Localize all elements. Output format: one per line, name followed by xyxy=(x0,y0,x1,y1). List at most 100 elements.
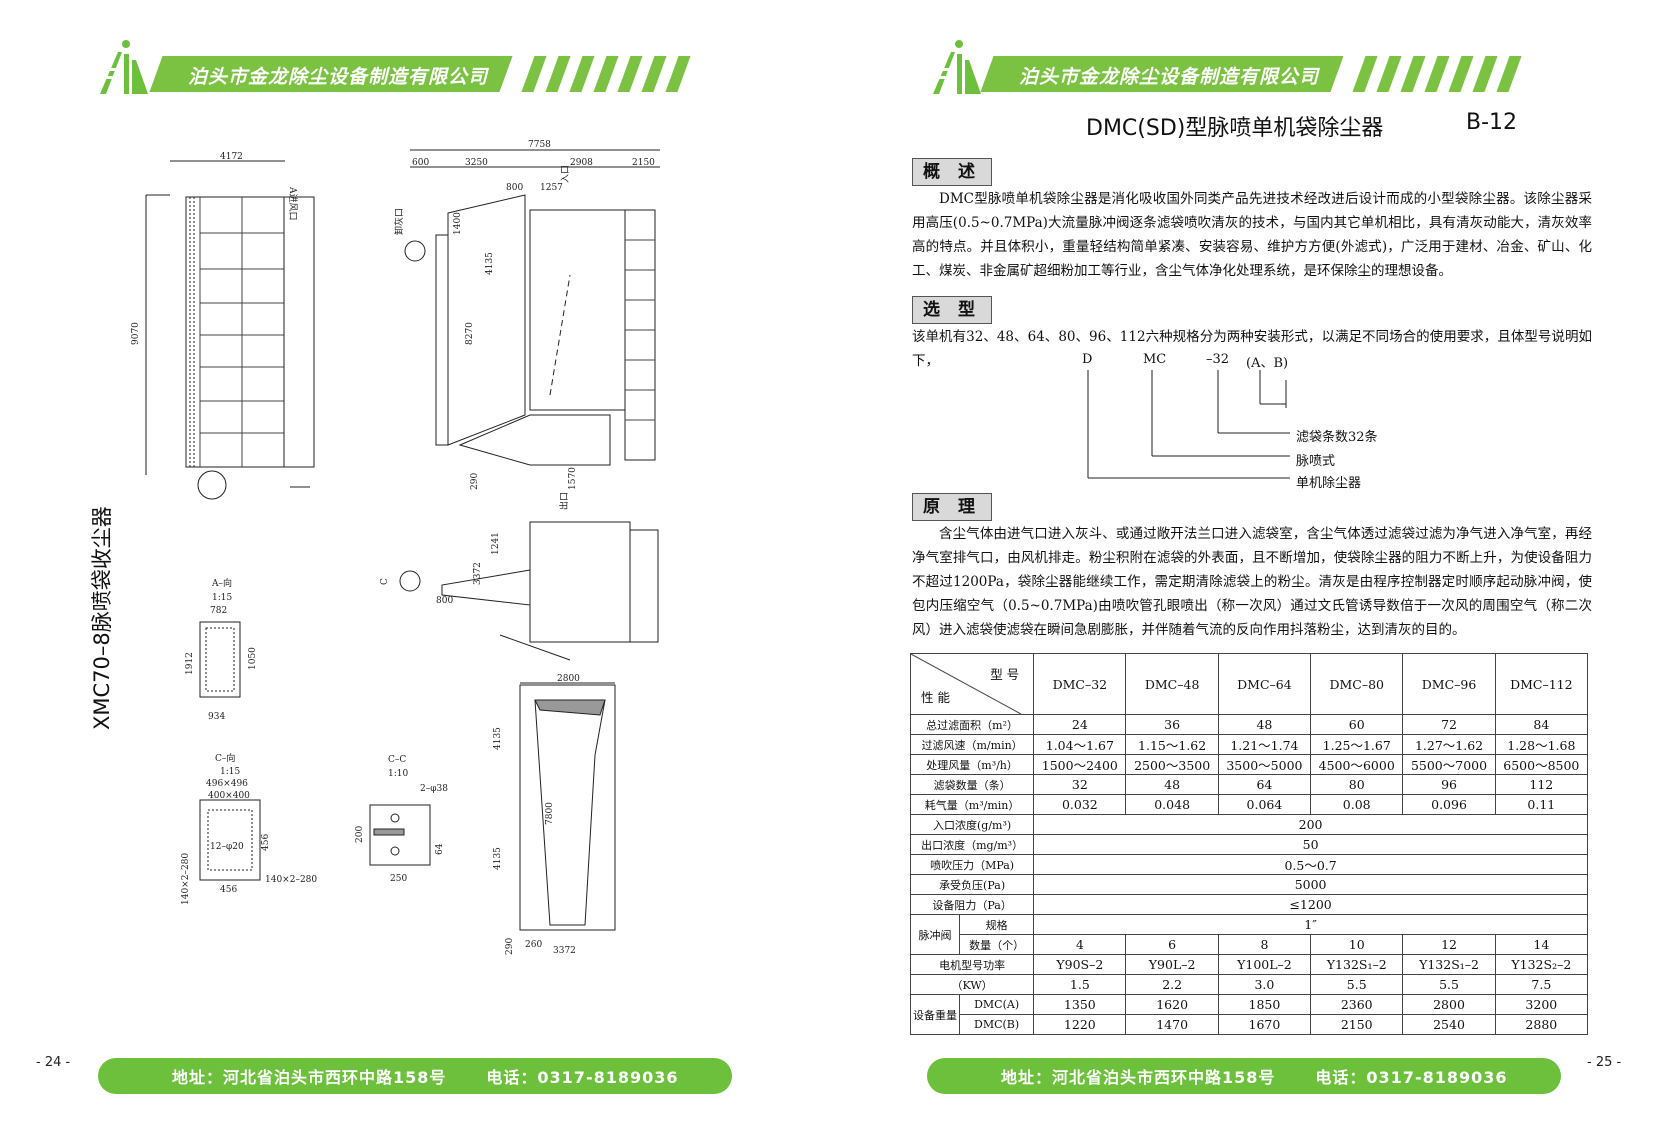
svg-text:934: 934 xyxy=(208,712,225,722)
svg-text:12–φ20: 12–φ20 xyxy=(210,842,244,852)
svg-text:200: 200 xyxy=(355,826,365,843)
svg-text:400×400: 400×400 xyxy=(208,791,250,801)
view-cc-title: C–C xyxy=(388,755,406,765)
model-code-ab: (A、B) xyxy=(1246,356,1289,371)
svg-text:1570: 1570 xyxy=(568,467,578,490)
header-banner: 泊头市金龙除尘设备制造有限公司 xyxy=(927,52,1527,96)
spec-table: 型 号 性 能 DMC–32 DMC–48 DMC–64 DMC–80 DMC–… xyxy=(909,653,1589,1035)
svg-text:2–φ38: 2–φ38 xyxy=(420,784,448,794)
principle-text: 含尘气体由进气口进入灰斗、或通过敞开法兰口进入滤袋室，含尘气体透过滤袋过滤为净气… xyxy=(912,526,1592,638)
model-header: DMC–48 xyxy=(1125,653,1219,715)
svg-text:64: 64 xyxy=(435,843,445,855)
dim-height: 9070 xyxy=(131,322,141,345)
table-row: 脉冲阀 规格 1″ xyxy=(910,914,1588,955)
svg-text:1912: 1912 xyxy=(185,652,195,675)
model-header: DMC–32 xyxy=(1033,653,1127,715)
table-corner: 型 号 性 能 xyxy=(909,653,1035,715)
footer-phone: 电话：0317-8189036 xyxy=(1315,1068,1508,1087)
dim-overall: 7758 xyxy=(528,140,551,150)
technical-drawing: 4172 9070 A进风口 7758 600 3250 2908 2150 xyxy=(131,140,660,956)
svg-text:1400: 1400 xyxy=(453,212,463,235)
right-page: 泊头市金龙除尘设备制造有限公司 - 25 - 地址：河北省泊头市西环中路158号… xyxy=(827,0,1654,1122)
svg-text:2908: 2908 xyxy=(570,158,593,168)
svg-text:782: 782 xyxy=(210,606,227,616)
svg-text:1:15: 1:15 xyxy=(212,593,232,603)
footer-right: 地址：河北省泊头市西环中路158号 电话：0317-8189036 xyxy=(927,1058,1561,1094)
model-code-d: D xyxy=(1082,352,1093,367)
svg-text:1:15: 1:15 xyxy=(220,767,240,777)
svg-text:4135: 4135 xyxy=(493,727,503,750)
svg-text:140×2–280: 140×2–280 xyxy=(265,875,317,885)
svg-text:C: C xyxy=(380,578,390,585)
model-code-mc: MC xyxy=(1143,352,1167,367)
page-number-left: - 24 - xyxy=(36,1055,71,1070)
section-selection: 选 型 xyxy=(912,296,992,324)
product-code: B-12 xyxy=(1466,110,1518,135)
svg-text:7800: 7800 xyxy=(545,802,555,825)
svg-text:4135: 4135 xyxy=(493,847,503,870)
model-code-lines xyxy=(1087,370,1290,479)
company-logo-icon xyxy=(100,40,148,94)
model-header: DMC–112 xyxy=(1494,653,1589,715)
svg-text:1:10: 1:10 xyxy=(388,769,408,779)
label-ash-outlet: 卸灰口 xyxy=(393,208,405,235)
table-header-row: 型 号 性 能 DMC–32 DMC–48 DMC–64 DMC–80 DMC–… xyxy=(909,653,1589,715)
model-header: DMC–64 xyxy=(1217,653,1312,715)
overview-text: DMC型脉喷单机袋除尘器是消化吸收国外同类产品先进技术经改进后设计而成的小型袋除… xyxy=(912,191,1592,279)
product-title: DMC(SD)型脉喷单机袋除尘器 xyxy=(1086,116,1384,141)
front-elevation xyxy=(404,149,660,466)
svg-text:250: 250 xyxy=(390,874,407,884)
model-note-bags: 滤袋条数32条 xyxy=(1296,430,1378,445)
left-page: 泊头市金龙除尘设备制造有限公司 XMC70–8脉喷袋收尘器 4172 9070 … xyxy=(36,40,732,1094)
model-note-unit: 单机除尘器 xyxy=(1296,476,1362,491)
svg-text:140×2–280: 140×2–280 xyxy=(181,853,191,905)
vertical-title: XMC70–8脉喷袋收尘器 xyxy=(90,506,114,730)
footer-address: 地址：河北省泊头市西环中路158号 xyxy=(172,1068,447,1087)
table-row: 承受负压(Pa)5000 xyxy=(909,874,1588,895)
plan-view xyxy=(145,160,315,500)
frame-view xyxy=(519,682,616,931)
svg-text:600: 600 xyxy=(412,158,429,168)
svg-text:290: 290 xyxy=(505,938,515,955)
svg-text:1257: 1257 xyxy=(540,183,563,193)
svg-text:3372: 3372 xyxy=(473,562,483,585)
table-row: 设备阻力（Pa）≤1200 xyxy=(909,894,1588,915)
svg-text:1241: 1241 xyxy=(491,532,501,555)
svg-text:3250: 3250 xyxy=(465,158,488,168)
model-code-num: –32 xyxy=(1206,352,1230,367)
svg-text:496×496: 496×496 xyxy=(206,779,248,789)
svg-text:456: 456 xyxy=(220,885,237,895)
table-row: 出口浓度（mg/m³）50 xyxy=(909,834,1588,855)
svg-text:456: 456 xyxy=(261,834,271,851)
dim-top-width: 4172 xyxy=(220,152,243,162)
header-banner: 泊头市金龙除尘设备制造有限公司 xyxy=(96,52,696,96)
footer-left: 地址：河北省泊头市西环中路158号 电话：0317-8189036 xyxy=(98,1058,732,1094)
view-a xyxy=(199,621,241,698)
svg-text:出口: 出口 xyxy=(558,492,570,510)
table-row: 喷吹压力（MPa)0.5～0.7 xyxy=(909,854,1588,875)
side-view xyxy=(399,521,659,661)
footer-phone: 电话：0317-8189036 xyxy=(486,1068,679,1087)
model-note-pulse: 脉喷式 xyxy=(1296,454,1336,469)
company-name: 泊头市金龙除尘设备制造有限公司 xyxy=(188,66,489,88)
svg-text:3372: 3372 xyxy=(553,946,576,956)
company-name: 泊头市金龙除尘设备制造有限公司 xyxy=(1019,66,1320,88)
svg-text:800: 800 xyxy=(506,183,523,193)
svg-text:2800: 2800 xyxy=(557,674,580,684)
svg-text:4135: 4135 xyxy=(485,252,495,275)
label-inlet: A进风口 xyxy=(287,186,298,221)
svg-text:8270: 8270 xyxy=(465,322,475,345)
selection-text: 该单机有32、48、64、80、96、112六种规格分为两种安装形式，以满足不同… xyxy=(912,329,1592,369)
table-row: 入口浓度(g/m³)200 xyxy=(909,814,1588,835)
view-c xyxy=(199,799,261,881)
svg-text:290: 290 xyxy=(470,473,480,490)
svg-text:1050: 1050 xyxy=(248,647,258,670)
